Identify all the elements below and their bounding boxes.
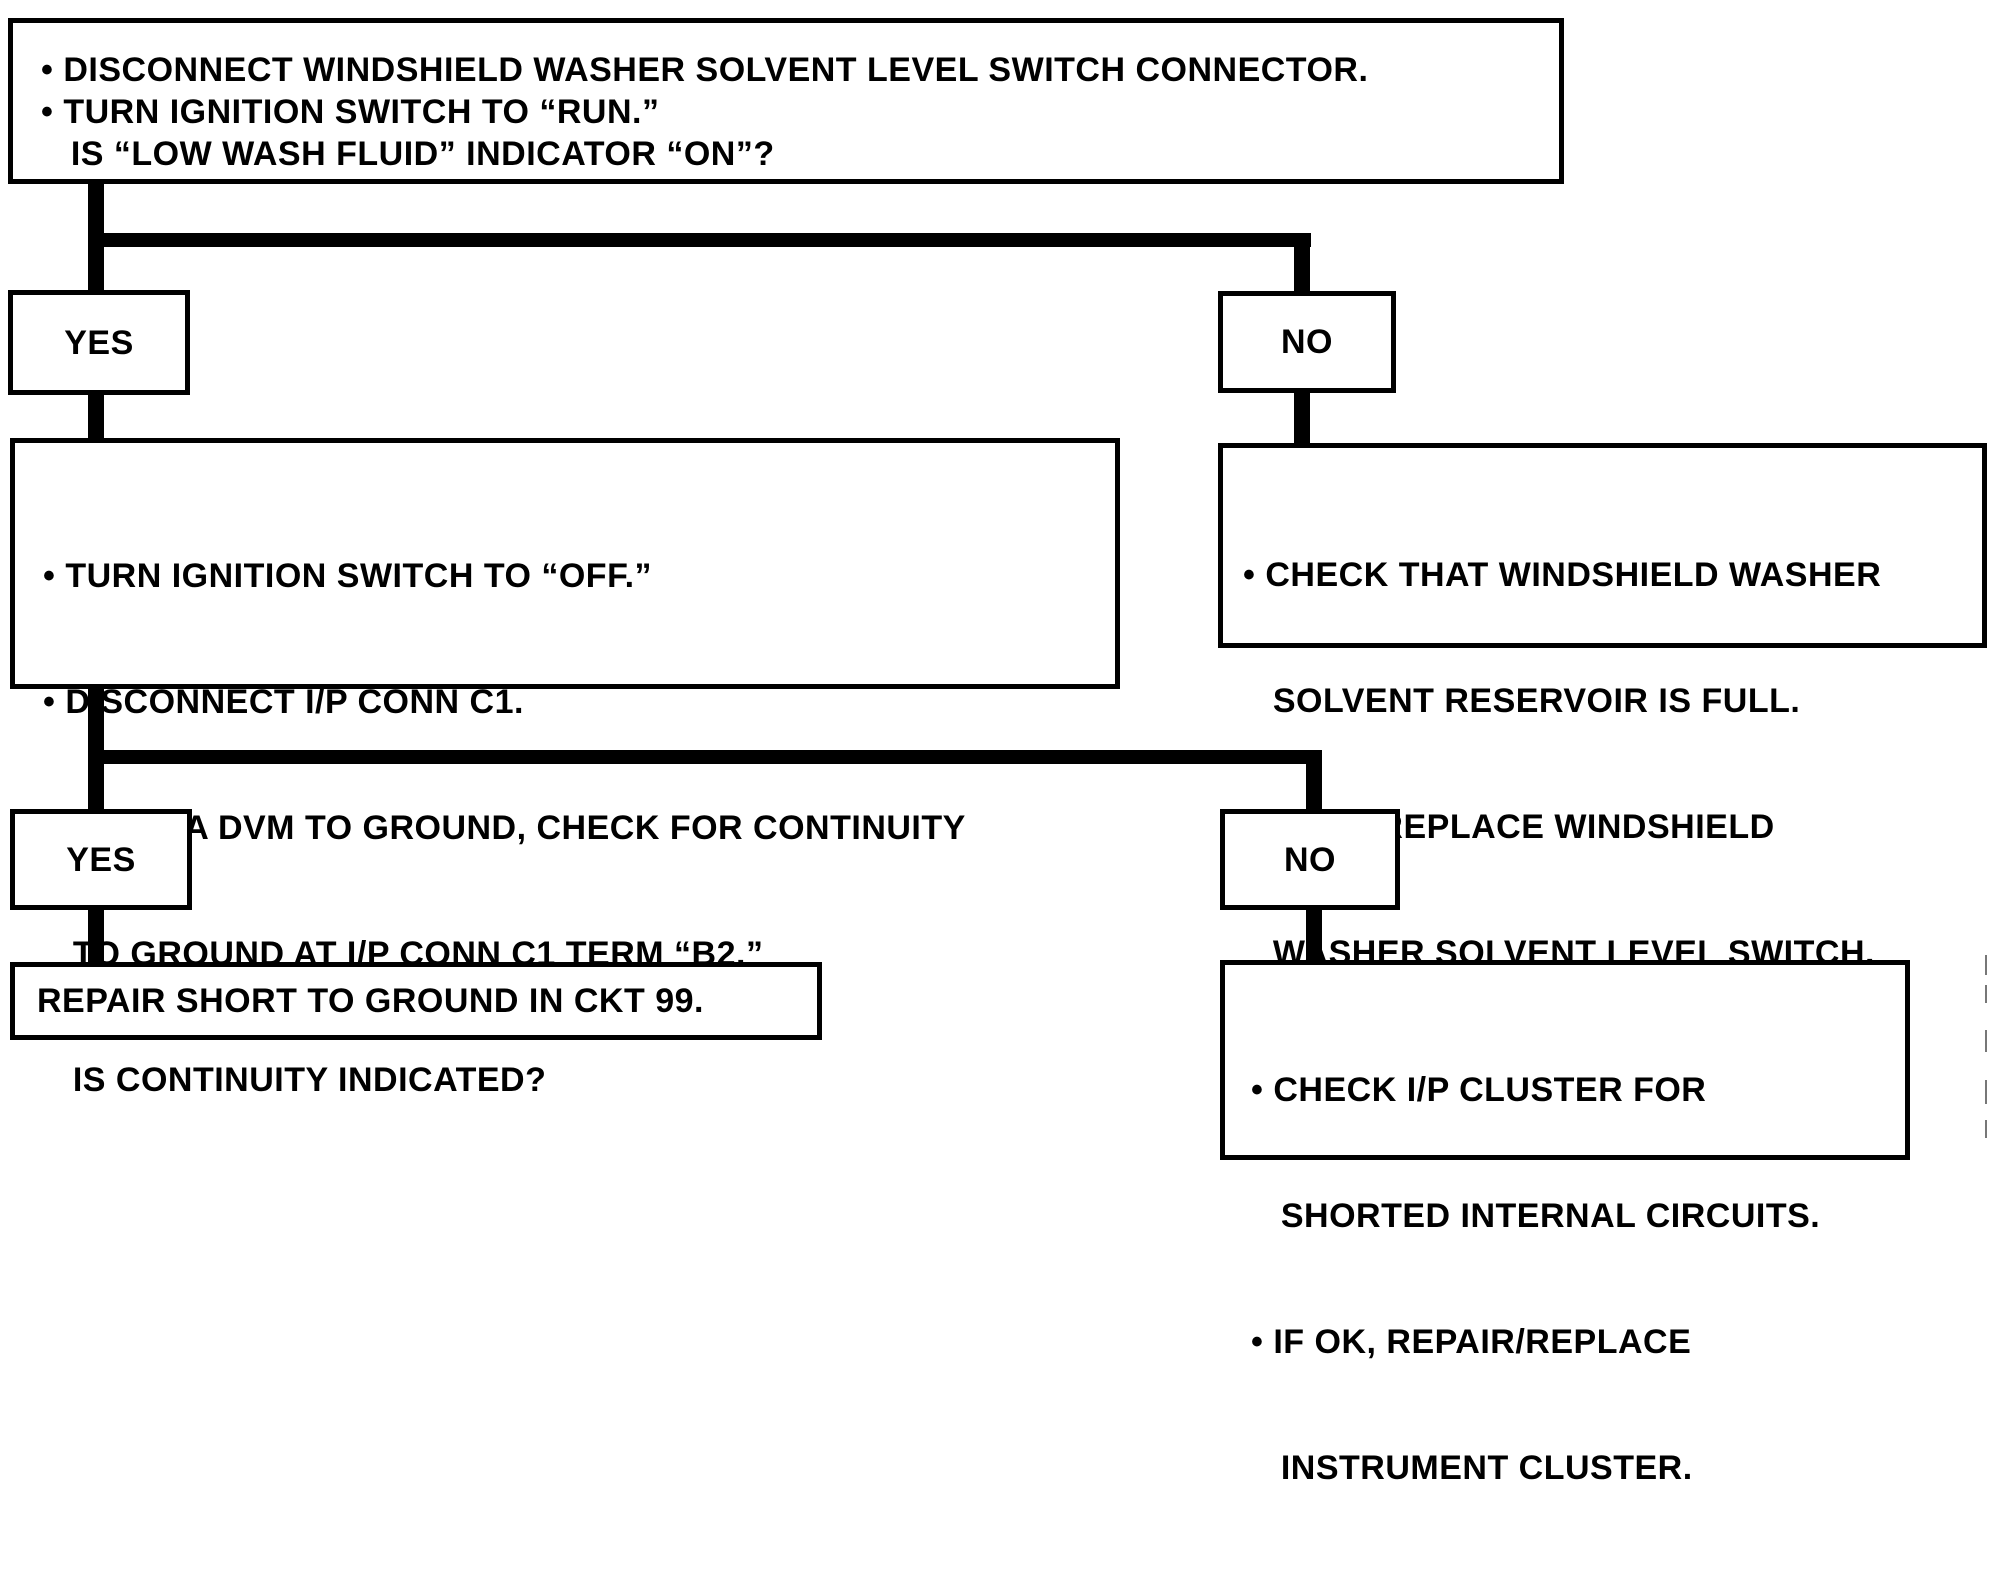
connector-branch1-no-down <box>1294 233 1310 291</box>
result-no1-line-2: SOLVENT RESERVOIR IS FULL. <box>1243 682 1801 720</box>
connector-yes1-to-step2 <box>88 395 104 443</box>
result-no2-line-3: • IF OK, REPAIR/REPLACE <box>1251 1323 1692 1361</box>
scan-mark-5 <box>1985 1120 1987 1138</box>
result-no1-box: • CHECK THAT WINDSHIELD WASHER SOLVENT R… <box>1218 443 1987 972</box>
connector-branch2-no-down <box>1306 750 1322 809</box>
result-no2-line-1: • CHECK I/P CLUSTER FOR <box>1251 1071 1707 1109</box>
branch2-yes-label: YES <box>10 809 192 910</box>
step1-line-3: IS “LOW WASH FLUID” INDICATOR “ON”? <box>41 135 775 173</box>
step2-line-5: IS CONTINUITY INDICATED? <box>43 1061 547 1099</box>
step2-line-2: • DISCONNECT I/P CONN C1. <box>43 683 524 721</box>
scan-mark-3 <box>1985 1030 1987 1052</box>
connector-branch1-horizontal <box>88 233 1311 247</box>
branch1-no-label: NO <box>1218 291 1396 393</box>
scan-mark-2 <box>1985 985 1987 1003</box>
result-no2-line-2: SHORTED INTERNAL CIRCUITS. <box>1251 1197 1821 1235</box>
branch2-no-label: NO <box>1220 809 1400 910</box>
result-no2-text: • CHECK I/P CLUSTER FOR SHORTED INTERNAL… <box>1251 985 1905 1573</box>
result-yes2-box: REPAIR SHORT TO GROUND IN CKT 99. <box>10 962 822 1040</box>
connector-no2-to-result <box>1306 910 1322 962</box>
result-no1-line-1: • CHECK THAT WINDSHIELD WASHER <box>1243 556 1882 594</box>
result-yes2-text: REPAIR SHORT TO GROUND IN CKT 99. <box>37 982 704 1020</box>
step1-line-2: • TURN IGNITION SWITCH TO “RUN.” <box>41 93 660 131</box>
step1-box: • DISCONNECT WINDSHIELD WASHER SOLVENT L… <box>8 18 1564 184</box>
step1-line-1: • DISCONNECT WINDSHIELD WASHER SOLVENT L… <box>41 51 1369 89</box>
step2-box: • TURN IGNITION SWITCH TO “OFF.” • DISCO… <box>10 438 1120 1099</box>
step2-text: • TURN IGNITION SWITCH TO “OFF.” • DISCO… <box>43 471 1115 1185</box>
connector-step2-down <box>88 689 104 809</box>
connector-yes2-to-result <box>88 910 104 962</box>
step1-text: • DISCONNECT WINDSHIELD WASHER SOLVENT L… <box>41 49 1559 175</box>
connector-no1-to-result <box>1294 393 1310 443</box>
scan-mark-1 <box>1985 955 1987 975</box>
result-no2-box: • CHECK I/P CLUSTER FOR SHORTED INTERNAL… <box>1220 960 1910 1487</box>
result-no2-line-4: INSTRUMENT CLUSTER. <box>1251 1449 1693 1487</box>
scan-mark-4 <box>1985 1080 1987 1104</box>
connector-branch2-horizontal <box>88 750 1322 764</box>
branch1-yes-label: YES <box>8 290 190 395</box>
step2-line-3: • USING A DVM TO GROUND, CHECK FOR CONTI… <box>43 809 966 847</box>
step2-line-1: • TURN IGNITION SWITCH TO “OFF.” <box>43 557 653 595</box>
